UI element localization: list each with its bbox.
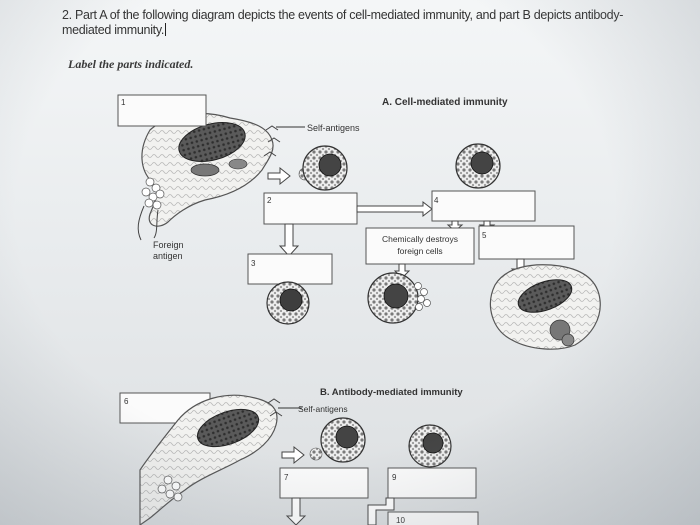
antigen-particle-b [309,447,323,461]
box-number-7: 7 [284,473,289,482]
self-antigen-receptors-b [267,398,283,417]
label-box-7[interactable] [279,467,369,499]
self-antigen-receptors-a [263,125,281,157]
question-text[interactable]: 2. Part A of the following diagram depic… [62,8,662,38]
box-number-2: 2 [267,196,272,205]
helper-t-cell-b [320,417,366,463]
label-box-3[interactable] [247,253,333,285]
arrow-2-to-4 [356,200,433,218]
helper-t-cell [302,145,348,191]
part-a-title: A. Cell-mediated immunity [382,97,508,108]
box-number-3: 3 [251,259,256,268]
box-number-10: 10 [396,516,405,525]
instruction-text: Label the parts indicated. [68,57,194,71]
label-box-9[interactable] [387,467,477,499]
macrophage-cell-b [139,394,278,525]
arrow-2-to-3 [278,223,300,257]
chemically-destroys-box [365,227,475,265]
label-box-4[interactable] [431,190,536,222]
t-cell-attacking-cell [367,272,431,324]
memory-t-cell-a [266,281,310,325]
target-cell-a [489,264,601,350]
arrow-to-helper-t-cell-b [281,445,305,465]
box-number-4: 4 [434,196,439,205]
box-number-9: 9 [392,473,397,482]
self-antigens-label-b: Self-antigens [298,404,348,414]
text-cursor [165,23,167,36]
label-box-10[interactable] [387,511,479,525]
part-b-title: B. Antibody-mediated immunity [320,387,463,398]
foreign-cells-label: foreign cells [397,246,442,256]
box-number-1: 1 [121,98,126,107]
label-box-2[interactable] [263,192,358,225]
chemically-destroys-label: Chemically destroys [382,234,458,244]
macrophage-cell-a [137,112,274,241]
self-antigens-label-a: Self-antigens [307,123,360,133]
question-text-content: 2. Part A of the following diagram depic… [62,8,624,37]
label-box-1[interactable] [117,94,207,127]
arrow-to-helper-t-cell [267,166,291,186]
box-number-5: 5 [482,231,487,240]
box-number-6: 6 [124,397,129,406]
foreign-antigen-label-2: antigen [153,251,183,261]
arrow-to-box-10 [367,497,395,525]
foreign-antigen-label-1: Foreign [153,240,184,250]
cytotoxic-t-cell-top [455,143,501,189]
arrow-7-down [285,497,307,525]
label-box-5[interactable] [478,225,575,260]
b-cell [408,424,452,468]
